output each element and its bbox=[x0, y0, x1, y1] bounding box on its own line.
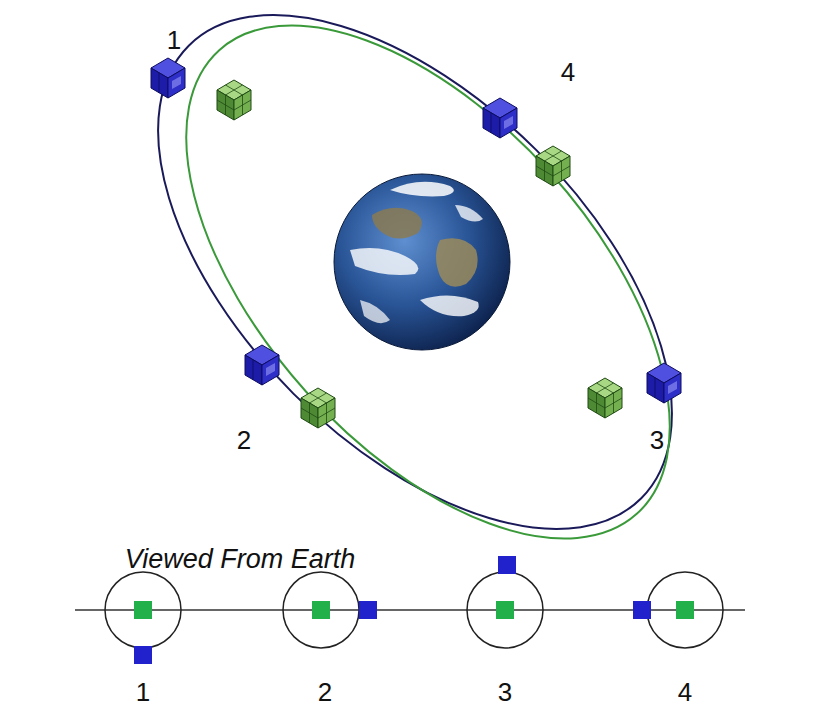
view-circles bbox=[105, 572, 723, 648]
callout-number: 2 bbox=[318, 678, 332, 707]
earth bbox=[334, 174, 510, 350]
callout-number: 1 bbox=[167, 26, 181, 55]
green-satellite bbox=[588, 378, 622, 418]
green-orbit bbox=[97, 0, 758, 624]
callout-number: 3 bbox=[498, 678, 512, 707]
blue-orbit bbox=[67, 0, 763, 620]
green-satellite bbox=[301, 388, 335, 428]
callout-number: 4 bbox=[678, 678, 692, 707]
callout-number: 2 bbox=[237, 426, 251, 455]
callout-number: 4 bbox=[561, 58, 575, 87]
section-heading: Viewed From Earth bbox=[125, 545, 356, 575]
green-marker bbox=[134, 601, 694, 619]
blue-satellite bbox=[245, 345, 279, 385]
blue-satellite bbox=[647, 363, 681, 403]
blue-satellite bbox=[483, 98, 517, 138]
callout-number: 3 bbox=[650, 426, 664, 455]
blue-satellite bbox=[151, 58, 185, 98]
callout-number: 1 bbox=[136, 678, 150, 707]
green-satellite bbox=[217, 80, 251, 120]
green-satellite bbox=[536, 146, 570, 186]
